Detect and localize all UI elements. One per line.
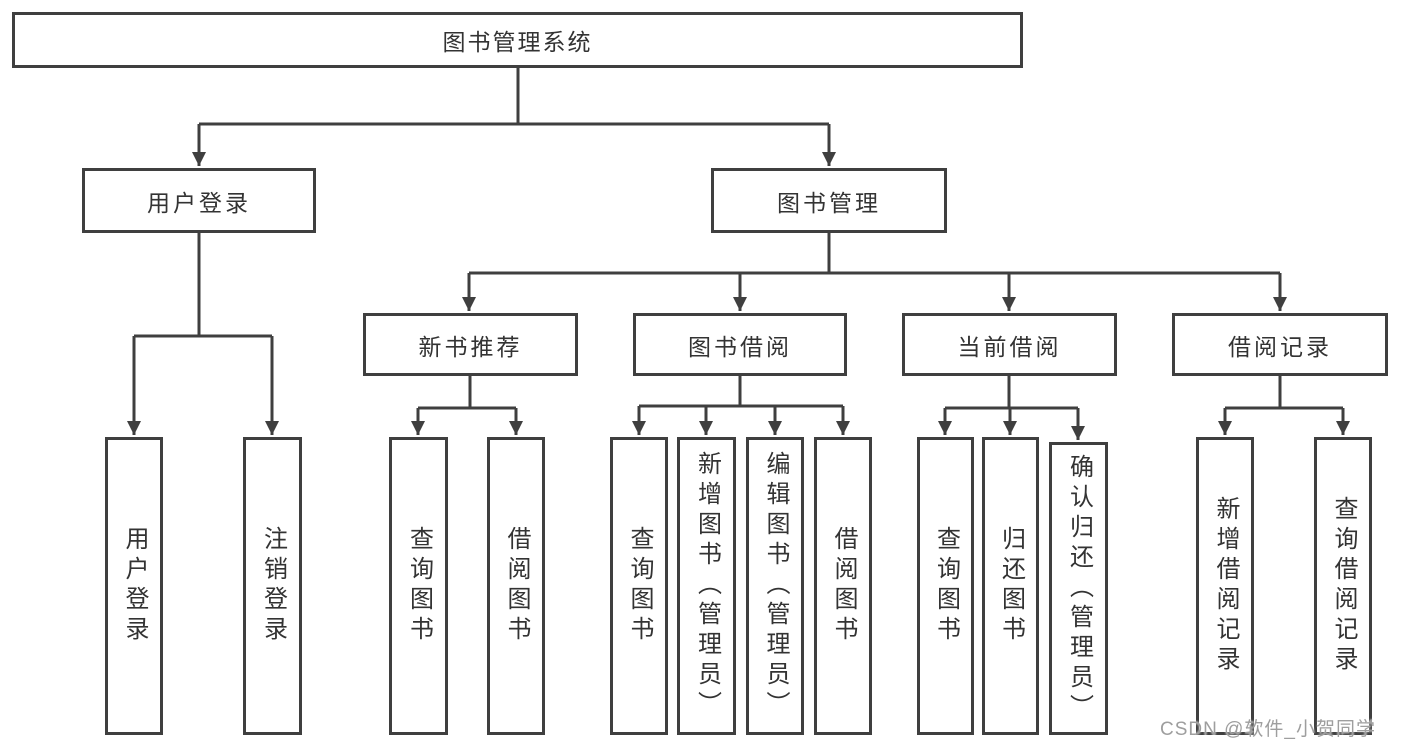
watermark: CSDN @软件_小贺同学 xyxy=(1160,719,1376,740)
leaf-label: 查询图书 xyxy=(932,526,960,646)
leaf-label: 注销登录 xyxy=(259,526,287,646)
leaf-add-book-admin: 新增图书（管理员） xyxy=(677,437,736,735)
leaf-label: 确认归还（管理员） xyxy=(1065,453,1093,724)
leaf-label: 新增图书（管理员） xyxy=(693,451,721,721)
leaf-label: 查询图书 xyxy=(405,526,433,646)
leaf-query-books-borrowing: 查询图书 xyxy=(610,437,668,735)
node-current-borrowing: 当前借阅 xyxy=(902,313,1117,376)
leaf-label: 查询借阅记录 xyxy=(1330,496,1357,676)
leaf-edit-book-admin: 编辑图书（管理员） xyxy=(746,437,804,735)
leaf-add-borrow-record: 新增借阅记录 xyxy=(1196,437,1254,735)
leaf-borrow-books-borrowing: 借阅图书 xyxy=(814,437,872,735)
leaf-label: 新增借阅记录 xyxy=(1212,496,1239,676)
leaf-query-books-current: 查询图书 xyxy=(917,437,974,735)
leaf-return-books: 归还图书 xyxy=(982,437,1039,735)
node-book-borrowing: 图书借阅 xyxy=(633,313,847,376)
leaf-label: 归还图书 xyxy=(997,526,1025,646)
leaf-logout: 注销登录 xyxy=(243,437,302,735)
leaf-user-login: 用户登录 xyxy=(105,437,163,735)
leaf-confirm-return-admin: 确认归还（管理员） xyxy=(1049,442,1108,735)
node-book-management: 图书管理 xyxy=(711,168,947,233)
node-user-login: 用户登录 xyxy=(82,168,316,233)
leaf-query-borrow-record: 查询借阅记录 xyxy=(1314,437,1372,735)
leaf-label: 借阅图书 xyxy=(830,526,857,646)
leaf-label: 编辑图书（管理员） xyxy=(762,451,789,721)
leaf-query-books-recommend: 查询图书 xyxy=(389,437,448,735)
node-library-system: 图书管理系统 xyxy=(12,12,1023,68)
leaf-borrow-books-recommend: 借阅图书 xyxy=(487,437,545,735)
leaf-label: 用户登录 xyxy=(121,526,148,646)
leaf-label: 查询图书 xyxy=(626,526,653,646)
leaf-label: 借阅图书 xyxy=(503,526,530,646)
node-borrow-records: 借阅记录 xyxy=(1172,313,1388,376)
node-new-book-recommend: 新书推荐 xyxy=(363,313,578,376)
